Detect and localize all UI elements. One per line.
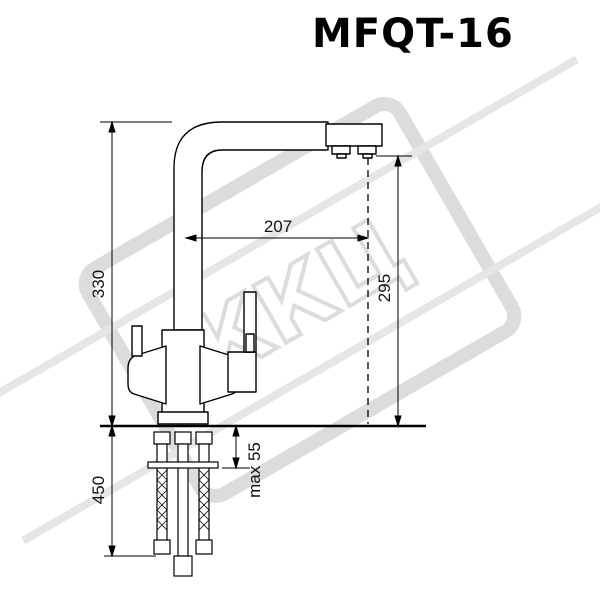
dimension-330 <box>100 120 172 428</box>
dimension-207 <box>184 234 370 242</box>
aerator-left-inner <box>336 153 347 159</box>
aerator-left <box>331 145 351 155</box>
dimension-207-label: 207 <box>264 217 292 236</box>
dimension-max55-label: max 55 <box>245 442 264 498</box>
right-filter-cap <box>227 351 257 393</box>
aerator-right <box>357 145 377 155</box>
dimension-450-label: 450 <box>89 476 108 504</box>
spout-head <box>325 123 383 147</box>
right-handle-grip <box>245 333 255 353</box>
hose-right-end <box>195 539 213 555</box>
supply-hoses <box>147 431 219 577</box>
faucet-outline <box>127 121 383 425</box>
dimension-450 <box>104 424 156 558</box>
watermark-stripe-bottom <box>21 177 600 545</box>
watermark-stripe-top <box>0 55 579 423</box>
dimension-295-label: 295 <box>375 274 394 302</box>
dimension-295 <box>394 154 402 428</box>
hose-right <box>198 443 210 551</box>
hose-middle-nut <box>174 431 192 445</box>
hose-middle-end <box>173 555 193 577</box>
dimension-330-label: 330 <box>89 270 108 298</box>
faucet-base <box>157 411 209 425</box>
hose-middle <box>177 443 189 557</box>
dimension-max55 <box>222 424 250 470</box>
aerator-right-inner <box>362 153 373 159</box>
model-title: MFQT-16 <box>312 11 514 57</box>
hose-right-nut <box>195 431 213 445</box>
hose-left-nut <box>153 431 171 445</box>
hose-braid <box>156 469 210 531</box>
left-mixer-body <box>127 345 167 405</box>
mounting-plate <box>147 461 219 469</box>
hose-left-end <box>153 539 171 555</box>
faucet-column <box>161 329 205 417</box>
hose-left <box>156 443 168 551</box>
left-handle <box>131 325 143 357</box>
faucet-spout <box>173 121 329 331</box>
